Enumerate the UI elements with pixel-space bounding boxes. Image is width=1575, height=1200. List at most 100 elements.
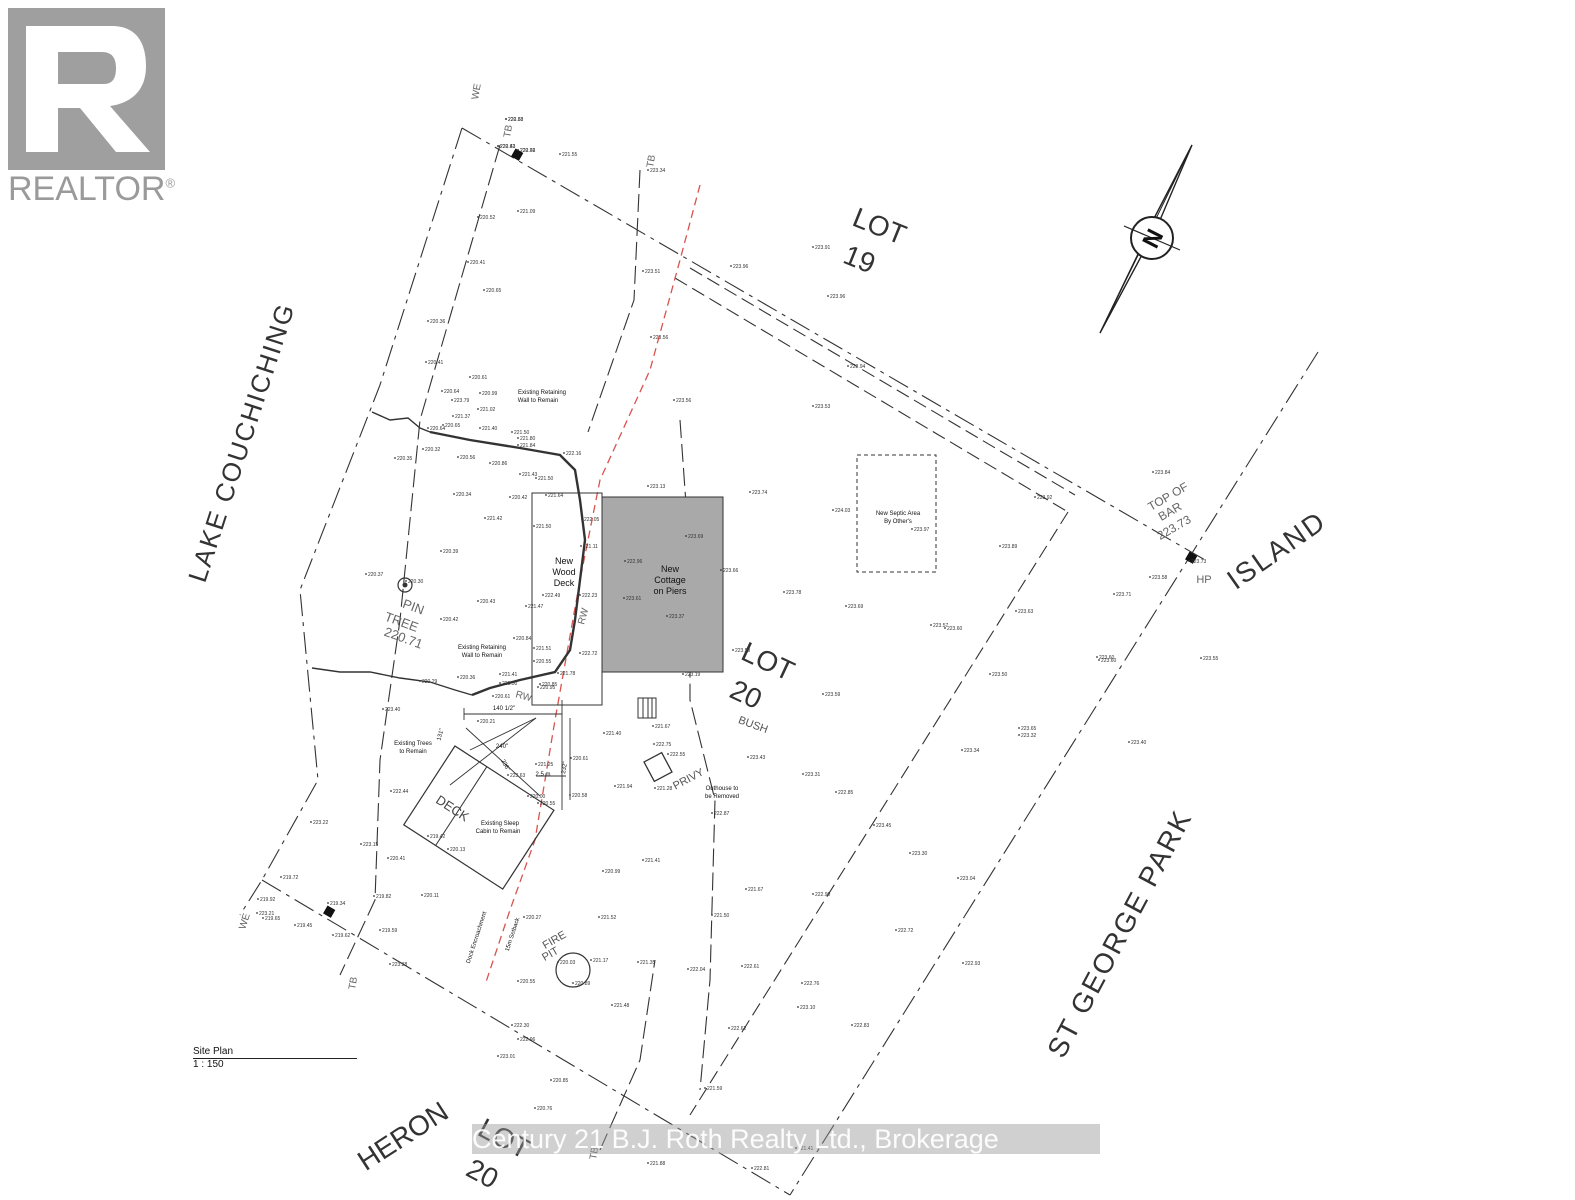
elevation-dot bbox=[873, 824, 875, 826]
elevation-dot bbox=[394, 457, 396, 459]
elevation-point: 221.37 bbox=[452, 414, 471, 420]
cottage-label-3: on Piers bbox=[653, 586, 687, 596]
elevation-point: 221.02 bbox=[477, 407, 496, 413]
elevation-value: 223.60 bbox=[1101, 658, 1117, 664]
elevation-dot bbox=[497, 145, 499, 147]
elevation-point: 222.04 bbox=[687, 967, 706, 973]
elevation-dot bbox=[1018, 727, 1020, 729]
elevation-dot bbox=[427, 835, 429, 837]
septic-label-1: New Septic Area bbox=[876, 511, 921, 517]
elevation-value: 220.65 bbox=[486, 288, 502, 294]
elevation-point: 222.63 bbox=[505, 117, 524, 123]
elevation-point: 223.69 bbox=[685, 534, 704, 540]
label-we-2: WE bbox=[237, 912, 253, 931]
elevation-dot bbox=[590, 959, 592, 961]
elevation-value: 222.90 bbox=[815, 892, 831, 898]
note-retaining-top-2: Wall to Remain bbox=[518, 398, 558, 404]
elevation-point: 220.36 bbox=[427, 319, 446, 325]
elevation-value: 222.83 bbox=[854, 1023, 870, 1029]
elevation-value: 221.28 bbox=[657, 786, 673, 792]
dimension-lines bbox=[449, 700, 571, 810]
elevation-value: 220.76 bbox=[537, 1106, 553, 1112]
elevation-dot bbox=[962, 962, 964, 964]
elevation-value: 223.60 bbox=[947, 626, 963, 632]
elevation-point: 223.58 bbox=[1149, 575, 1168, 581]
elevation-dot bbox=[961, 749, 963, 751]
elevation-dot bbox=[911, 528, 913, 530]
elevation-point: 220.99 bbox=[602, 869, 621, 875]
elevation-point: 221.55 bbox=[559, 152, 578, 158]
elevation-dot bbox=[653, 743, 655, 745]
elevation-point: 222.30 bbox=[511, 1023, 530, 1029]
elevation-value: 221.37 bbox=[455, 414, 471, 420]
elevation-value: 223.84 bbox=[1155, 470, 1171, 476]
elevation-value: 223.92 bbox=[1037, 495, 1053, 501]
elevation-point: 221.67 bbox=[652, 724, 671, 730]
elevation-dot bbox=[535, 763, 537, 765]
elevation-point: 221.59 bbox=[704, 1086, 723, 1092]
elevation-dot bbox=[440, 618, 442, 620]
elevation-dot bbox=[332, 934, 334, 936]
elevation-dot bbox=[513, 637, 515, 639]
elevation-value: 220.42 bbox=[512, 495, 528, 501]
elevation-dot bbox=[1188, 560, 1190, 562]
elevation-value: 222.76 bbox=[520, 148, 536, 154]
elevation-value: 223.04 bbox=[960, 876, 976, 882]
elevation-dot bbox=[1149, 576, 1151, 578]
elevation-value: 220.42 bbox=[443, 617, 459, 623]
label-hp: HP bbox=[1196, 574, 1211, 586]
elevation-value: 223.38 bbox=[392, 962, 408, 968]
elevation-dot bbox=[650, 336, 652, 338]
elevation-point: 220.29 bbox=[419, 679, 438, 685]
elevation-dot bbox=[832, 509, 834, 511]
elevation-dot bbox=[542, 594, 544, 596]
elevation-dot bbox=[797, 1006, 799, 1008]
elevation-dot bbox=[802, 773, 804, 775]
elevation-dot bbox=[390, 790, 392, 792]
elevation-point: 223.34 bbox=[961, 748, 980, 754]
elevation-value: 221.50 bbox=[536, 524, 552, 530]
elevation-point: 222.55 bbox=[667, 752, 686, 758]
elevation-dot bbox=[537, 802, 539, 804]
elevation-value: 223.60 bbox=[1099, 655, 1115, 661]
elevation-value: 221.43 bbox=[522, 472, 538, 478]
elevation-point: 220.42 bbox=[509, 495, 528, 501]
elevation-value: 221.88 bbox=[650, 1161, 666, 1167]
label-we-1: WE bbox=[470, 82, 484, 100]
elevation-point: 223.34 bbox=[647, 168, 666, 174]
survey-bar-southwest bbox=[323, 905, 336, 918]
elevation-point: 223.65 bbox=[1018, 726, 1037, 732]
elevation-value: 221.52 bbox=[601, 915, 617, 921]
elevation-value: 222.63 bbox=[508, 117, 524, 123]
elevation-value: 223.55 bbox=[1203, 656, 1219, 662]
elevation-value: 222.49 bbox=[545, 593, 561, 599]
elevation-value: 221.67 bbox=[748, 887, 764, 893]
elevation-value: 222.82 bbox=[500, 144, 516, 150]
elevation-value: 221.51 bbox=[536, 646, 552, 652]
elevation-value: 220.99 bbox=[605, 869, 621, 875]
elevation-value: 223.32 bbox=[1021, 733, 1037, 739]
elevation-value: 221.47 bbox=[528, 604, 544, 610]
elevation-point: 223.56 bbox=[673, 398, 692, 404]
elevation-value: 221.35 bbox=[640, 960, 656, 966]
elevation-value: 223.66 bbox=[723, 568, 739, 574]
elevation-dot bbox=[535, 477, 537, 479]
elevation-dot bbox=[360, 843, 362, 845]
elevation-value: 222.81 bbox=[754, 1166, 770, 1172]
elevation-point: 221.50 bbox=[511, 430, 530, 436]
elevation-point: 223.21 bbox=[256, 911, 275, 917]
elevation-value: 222.23 bbox=[582, 593, 598, 599]
elevation-dot bbox=[642, 859, 644, 861]
elevation-value: 220.85 bbox=[542, 682, 558, 688]
elevation-dot bbox=[497, 1055, 499, 1057]
elevation-point: 221.48 bbox=[611, 1003, 630, 1009]
realtor-r-icon bbox=[8, 8, 165, 170]
elevation-value: 223.96 bbox=[733, 264, 749, 270]
label-park: ST GEORGE PARK bbox=[1041, 804, 1198, 1062]
elevation-value: 222.62 bbox=[731, 1026, 747, 1032]
elevation-value: 220.39 bbox=[443, 549, 459, 555]
elevation-point: 223.91 bbox=[812, 245, 831, 251]
elevation-value: 223.22 bbox=[313, 820, 329, 826]
elevation-dot bbox=[479, 427, 481, 429]
elevation-point: 220.64 bbox=[427, 426, 446, 432]
